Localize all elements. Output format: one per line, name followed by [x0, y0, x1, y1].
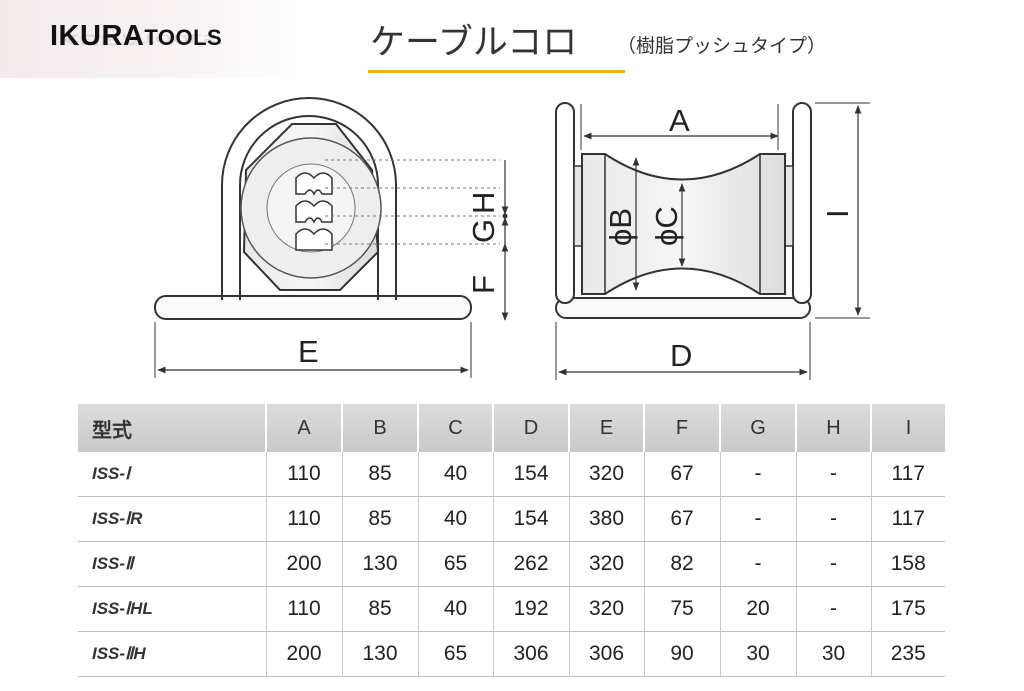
- table-cell: 110: [266, 452, 343, 497]
- col-header-f: F: [644, 404, 721, 452]
- table-cell: -: [796, 496, 872, 542]
- dim-label-b: ϕB: [603, 208, 638, 246]
- table-cell: 90: [644, 631, 721, 677]
- table-cell: 40: [418, 452, 494, 497]
- table-cell: 154: [493, 452, 570, 497]
- table-cell: 65: [418, 631, 494, 677]
- model-cell: ISS-ⅠR: [78, 496, 267, 542]
- table-cell: -: [796, 586, 872, 632]
- table-row: ISS-Ⅱ 200 130 65 262 320 82 - - 158: [78, 541, 945, 587]
- table-cell: 320: [569, 541, 645, 587]
- dim-label-d: D: [670, 338, 692, 373]
- dim-label-e: E: [298, 334, 319, 369]
- table-cell: 117: [871, 452, 945, 497]
- side-view: [555, 102, 870, 380]
- table-cell: 110: [266, 586, 343, 632]
- dim-label-f: F: [466, 275, 501, 294]
- table-cell: 154: [493, 496, 570, 542]
- title-underline: [368, 70, 625, 73]
- table-cell: 235: [871, 631, 945, 677]
- table-cell: 85: [342, 496, 419, 542]
- table-cell: 130: [342, 541, 419, 587]
- side-left-frame: [555, 102, 575, 304]
- table-cell: 85: [342, 586, 419, 632]
- table-cell: 67: [644, 496, 721, 542]
- table-cell: 65: [418, 541, 494, 587]
- dim-label-h: H: [466, 192, 501, 214]
- side-base-plate: [555, 297, 811, 319]
- model-cell: ISS-Ⅱ: [78, 541, 267, 587]
- table-cell: 117: [871, 496, 945, 542]
- dim-label-i: I: [820, 209, 855, 218]
- table-cell: 110: [266, 496, 343, 542]
- table-cell: -: [720, 496, 797, 542]
- table-cell: 40: [418, 586, 494, 632]
- table-row: ISS-ⅠHL 110 85 40 192 320 75 20 - 175: [78, 586, 945, 632]
- table-cell: 262: [493, 541, 570, 587]
- table-cell: 130: [342, 631, 419, 677]
- table-cell: 30: [720, 631, 797, 677]
- table-cell: 30: [796, 631, 872, 677]
- col-header-h: H: [796, 404, 872, 452]
- table-cell: 85: [342, 452, 419, 497]
- col-header-c: C: [418, 404, 494, 452]
- table-cell: 306: [569, 631, 645, 677]
- table-cell: 40: [418, 496, 494, 542]
- side-right-frame: [792, 102, 812, 304]
- dim-label-c: ϕC: [649, 206, 684, 246]
- model-cell: ISS-ⅠHL: [78, 586, 267, 632]
- table-cell: -: [796, 541, 872, 587]
- model-cell: ISS-Ⅰ: [78, 452, 267, 497]
- table-cell: -: [720, 541, 797, 587]
- col-header-g: G: [720, 404, 797, 452]
- table-cell: 380: [569, 496, 645, 542]
- table-cell: 200: [266, 631, 343, 677]
- table-cell: -: [720, 452, 797, 497]
- col-header-b: B: [342, 404, 419, 452]
- brand-logo: IKURATOOLS: [50, 20, 223, 52]
- col-header-e: E: [569, 404, 645, 452]
- dim-label-g: G: [466, 219, 501, 243]
- table-row: ISS-Ⅰ 110 85 40 154 320 67 - - 117: [78, 452, 945, 497]
- table-cell: 192: [493, 586, 570, 632]
- col-header-model: 型式: [78, 404, 267, 452]
- table-header-row: 型式 A B C D E F G H I: [78, 404, 945, 452]
- front-view: [154, 97, 509, 378]
- table-cell: 20: [720, 586, 797, 632]
- table-cell: 320: [569, 586, 645, 632]
- table-cell: -: [796, 452, 872, 497]
- table-row: ISS-ⅡH 200 130 65 306 306 90 30 30 235: [78, 631, 945, 677]
- table-cell: 82: [644, 541, 721, 587]
- model-cell: ISS-ⅡH: [78, 631, 267, 677]
- col-header-d: D: [493, 404, 570, 452]
- logo-band: [0, 0, 300, 78]
- cable-roller-drawing: E F G H A ϕB ϕC I D: [154, 97, 870, 380]
- table-cell: 75: [644, 586, 721, 632]
- table-cell: 320: [569, 452, 645, 497]
- front-base-plate: [154, 295, 472, 320]
- table-cell: 175: [871, 586, 945, 632]
- page-subtitle: （樹脂プッシュタイプ）: [617, 35, 827, 57]
- table-cell: 67: [644, 452, 721, 497]
- col-header-a: A: [266, 404, 343, 452]
- page-title: ケーブルコロ: [370, 23, 578, 63]
- table-row: ISS-ⅠR 110 85 40 154 380 67 - - 117: [78, 496, 945, 542]
- spec-table: 型式 A B C D E F G H I ISS-Ⅰ 110 85 40 154…: [78, 404, 945, 677]
- col-header-i: I: [871, 404, 945, 452]
- dim-label-a: A: [669, 103, 690, 138]
- table-cell: 158: [871, 541, 945, 587]
- table-cell: 306: [493, 631, 570, 677]
- table-cell: 200: [266, 541, 343, 587]
